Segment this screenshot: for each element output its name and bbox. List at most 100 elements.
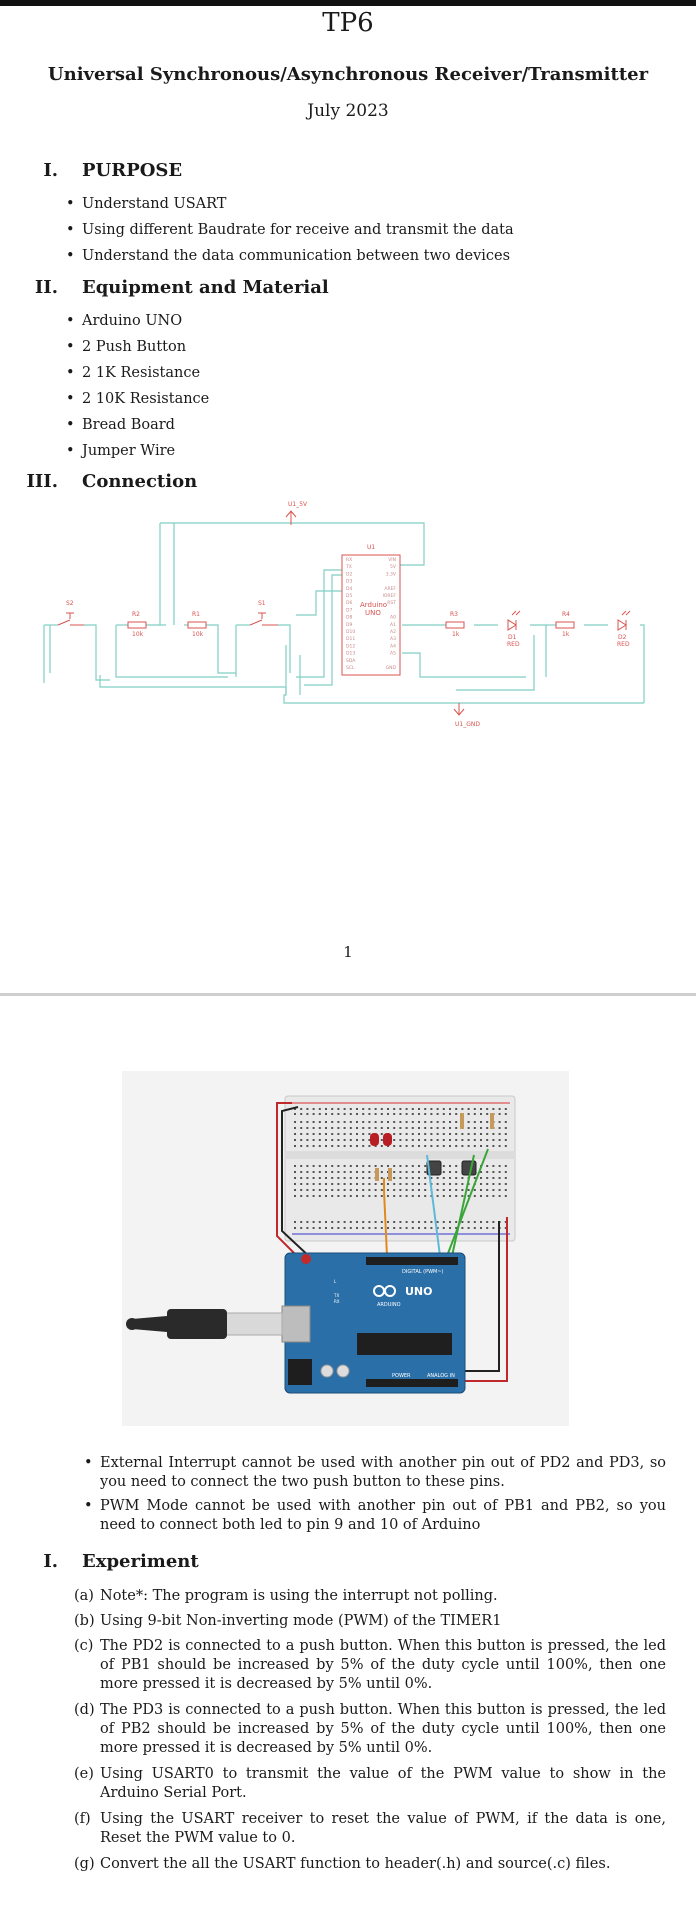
breadboard-hole [411,1195,414,1197]
breadboard-hole [486,1127,489,1129]
breadboard-hole [362,1171,365,1173]
breadboard-hole [449,1127,451,1129]
breadboard-hole [368,1113,371,1115]
breadboard-hole [418,1108,420,1110]
breadboard-hole [306,1145,309,1147]
breadboard-hole [318,1133,321,1135]
breadboard-hole [337,1221,340,1223]
component-ref: S1 [258,600,266,607]
breadboard-hole [312,1177,315,1179]
board-label: UNO [405,1285,433,1298]
breadboard-hole [312,1171,315,1173]
item-label: (e) [74,1766,94,1782]
breadboard-hole [300,1133,303,1135]
breadboard-hole [380,1139,383,1141]
breadboard-hole [294,1108,296,1110]
breadboard-hole [498,1108,501,1110]
breadboard-hole [504,1139,507,1141]
breadboard-hole [374,1189,377,1191]
breadboard-hole [405,1221,408,1223]
breadboard-hole [461,1221,464,1223]
breadboard-hole [424,1145,427,1147]
breadboard-hole [312,1108,315,1110]
board-header-digital: DIGITAL (PWM~) [402,1269,444,1275]
breadboard-hole [405,1121,408,1123]
breadboard-hole [442,1171,445,1173]
breadboard-hole [473,1227,476,1229]
breadboard-hole [473,1127,476,1129]
breadboard-hole [380,1195,383,1197]
breadboard-hole [312,1121,315,1123]
breadboard-hole [300,1171,303,1173]
breadboard-hole [442,1165,445,1167]
breadboard-hole [380,1113,383,1115]
breadboard-hole [436,1195,439,1197]
note-item: PWM Mode cannot be used with another pin… [84,1497,666,1535]
breadboard-hole [430,1227,433,1229]
breadboard-hole [374,1127,377,1129]
breadboard-hole [331,1127,334,1129]
mcu-pin-label: D3 [346,579,352,585]
breadboard-hole [449,1145,451,1147]
breadboard-hole [393,1177,396,1179]
breadboard-hole [343,1227,346,1229]
breadboard-hole [387,1121,389,1123]
breadboard-hole [473,1133,476,1135]
breadboard-hole [325,1171,327,1173]
breadboard-hole [430,1177,433,1179]
breadboard-hole [343,1133,346,1135]
breadboard-hole [312,1145,315,1147]
breadboard-hole [486,1221,489,1223]
mcu-pin-label: D4 [346,586,352,592]
breadboard-hole [405,1108,408,1110]
breadboard-hole [473,1189,476,1191]
breadboard-hole [492,1183,495,1185]
breadboard-hole [486,1145,489,1147]
breadboard-hole [306,1121,309,1123]
breadboard-hole [294,1177,296,1179]
breadboard-hole [492,1145,495,1147]
breadboard-hole [368,1227,371,1229]
breadboard-hole [349,1121,352,1123]
section-title-connection: Connection [82,471,198,492]
breadboard-hole [436,1177,439,1179]
breadboard-hole [418,1127,420,1129]
list-item: 2 1K Resistance [66,364,682,383]
breadboard-hole [498,1189,501,1191]
breadboard-hole [318,1127,321,1129]
component-value: 1k [562,631,570,638]
breadboard-hole [368,1145,371,1147]
breadboard-hole [343,1113,346,1115]
breadboard-hole [449,1195,451,1197]
breadboard-hole [461,1108,464,1110]
breadboard-hole [424,1183,427,1185]
breadboard-hole [461,1195,464,1197]
breadboard-hole [504,1177,507,1179]
breadboard-hole [467,1121,470,1123]
breadboard-hole [418,1195,420,1197]
breadboard-hole [318,1189,321,1191]
breadboard-hole [362,1133,365,1135]
breadboard-hole [436,1145,439,1147]
breadboard-hole [387,1183,389,1185]
breadboard-hole [473,1221,476,1223]
breadboard-hole [504,1121,507,1123]
breadboard-hole [486,1195,489,1197]
breadboard-hole [368,1127,371,1129]
breadboard-hole [411,1139,414,1141]
breadboard-hole [405,1183,408,1185]
breadboard-hole [325,1183,327,1185]
breadboard-hole [449,1108,451,1110]
breadboard-hole [306,1108,309,1110]
mcu-pin-label: 3.3V [386,571,397,577]
breadboard-hole [362,1127,365,1129]
breadboard-hole [362,1227,365,1229]
breadboard-hole [442,1177,445,1179]
mcu-pin-label: 5V [390,564,397,570]
experiment-item: (b)Using 9-bit Non-inverting mode (PWM) … [74,1612,666,1631]
list-item: 2 Push Button [66,338,682,357]
board-header-power: POWER [392,1373,411,1379]
breadboard-hole [343,1221,346,1223]
breadboard-hole [380,1121,383,1123]
breadboard-hole [411,1221,414,1223]
